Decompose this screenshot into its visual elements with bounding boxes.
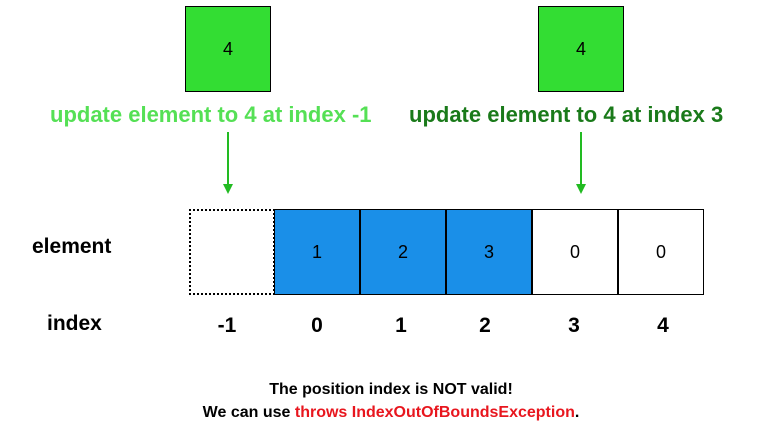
array-cell: 3 xyxy=(446,209,532,295)
arrow-to-index-minus-1 xyxy=(227,132,229,184)
message-line-2: We can use throws IndexOutOfBoundsExcept… xyxy=(0,404,782,422)
array-cell: 0 xyxy=(532,209,618,295)
index-label: 0 xyxy=(311,314,323,337)
message-line-1: The position index is NOT valid! xyxy=(269,381,513,398)
row-label-index: index xyxy=(47,312,102,335)
arrow-head-minus-1 xyxy=(223,184,233,194)
index-label: 4 xyxy=(657,314,669,337)
cell-value: 1 xyxy=(311,241,322,262)
exception-text: throws IndexOutOfBoundsException xyxy=(294,404,575,421)
array-cell: 0 xyxy=(618,209,704,295)
new-value-left: 4 xyxy=(222,38,233,59)
caption-valid-update: update element to 4 at index 3 xyxy=(409,102,724,127)
new-value-box-left: 4 xyxy=(185,6,271,92)
array-cell: 2 xyxy=(360,209,446,295)
array-cell-ghost xyxy=(189,209,275,295)
index-label-ghost: -1 xyxy=(217,314,237,337)
arrow-head-3 xyxy=(576,184,586,194)
new-value-right: 4 xyxy=(575,38,586,59)
index-label: 2 xyxy=(479,314,491,337)
cell-value: 0 xyxy=(655,241,666,262)
new-value-box-right: 4 xyxy=(538,6,624,92)
index-label: 1 xyxy=(395,314,407,337)
cell-value: 0 xyxy=(569,241,580,262)
caption-invalid-update: update element to 4 at index -1 xyxy=(50,102,372,127)
row-label-element: element xyxy=(32,235,112,258)
message-prefix: We can use xyxy=(202,404,295,421)
message-suffix: . xyxy=(574,404,580,421)
index-label: 3 xyxy=(568,314,580,337)
array-cell: 1 xyxy=(274,209,360,295)
cell-value: 3 xyxy=(483,241,494,262)
arrow-to-index-3 xyxy=(580,132,582,184)
cell-value: 2 xyxy=(397,241,408,262)
